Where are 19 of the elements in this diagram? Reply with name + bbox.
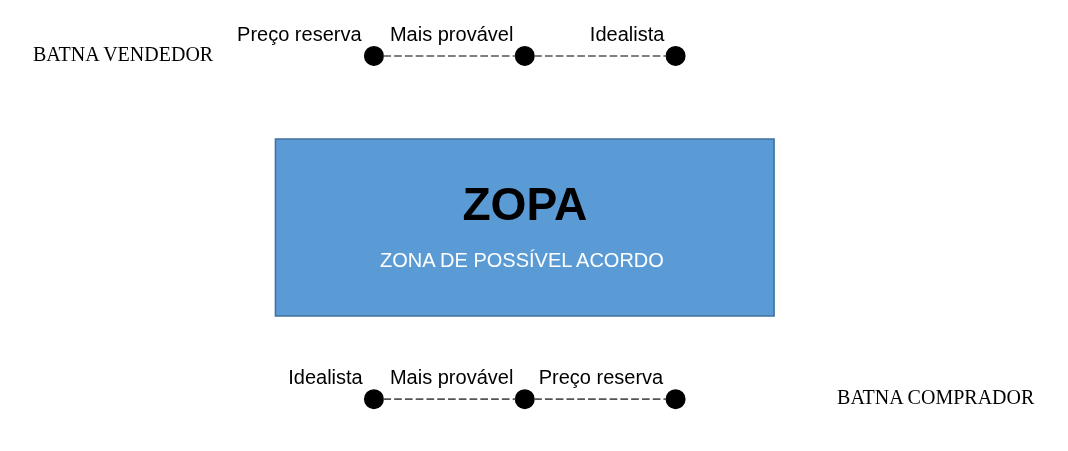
node-circle xyxy=(363,45,384,66)
node-label: Mais provável xyxy=(389,22,514,45)
node-label: Idealista xyxy=(589,22,665,45)
label: BATNA VENDEDOR xyxy=(32,42,214,65)
node-circle xyxy=(665,45,686,66)
node-label: Mais provável xyxy=(389,365,514,388)
node-box: ZOPA ZONA DE POSSÍVEL ACORDO xyxy=(274,137,775,317)
label: BATNA COMPRADOR xyxy=(837,385,1035,408)
node-circle xyxy=(514,45,535,66)
node-label: Preço reserva xyxy=(237,22,362,45)
connector xyxy=(533,397,667,400)
node-circle xyxy=(665,388,686,409)
connector xyxy=(382,54,517,57)
connector xyxy=(533,54,667,57)
node-circle xyxy=(363,388,384,409)
node-label: Idealista xyxy=(288,365,363,388)
node-label: Preço reserva xyxy=(538,365,664,388)
node-circle xyxy=(514,388,535,409)
connector xyxy=(382,397,517,400)
